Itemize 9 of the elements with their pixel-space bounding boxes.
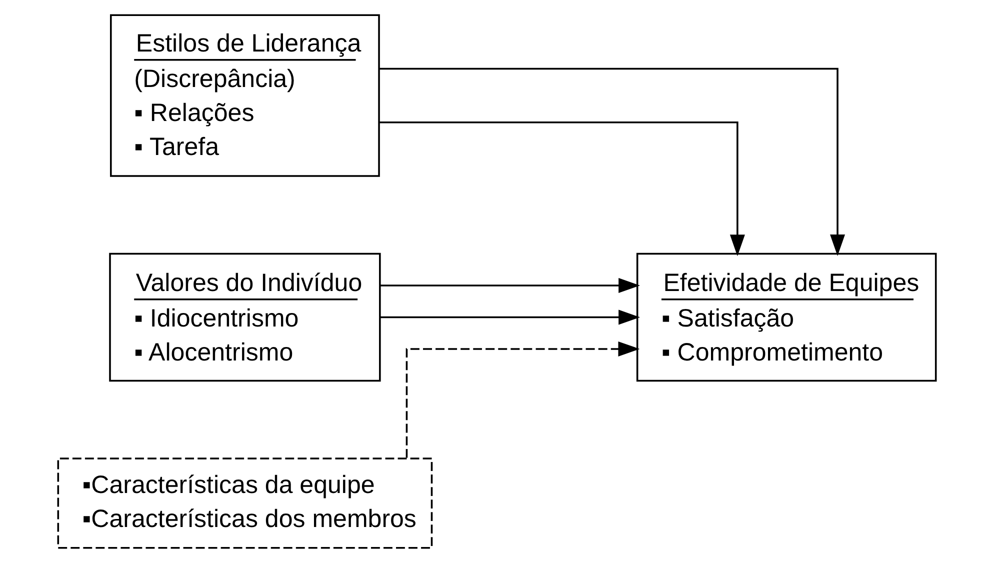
arrow: [380, 310, 640, 325]
node-box: Efetividade de Equipes ▪ Satisfação ▪ Comprometimento: [636, 252, 937, 382]
arrow: [380, 122, 745, 256]
node-box: ▪Características da equipe ▪Características dos membros: [57, 458, 433, 549]
node-box: Estilos de Liderança (Discrepância) ▪ Relações ▪ Tarefa: [110, 14, 380, 177]
arrow: [406, 341, 640, 458]
arrow: [379, 68, 846, 256]
node-box: Valores do Indivíduo ▪ Idiocentrismo ▪ Alocentrismo: [109, 252, 381, 382]
arrow: [380, 278, 640, 294]
